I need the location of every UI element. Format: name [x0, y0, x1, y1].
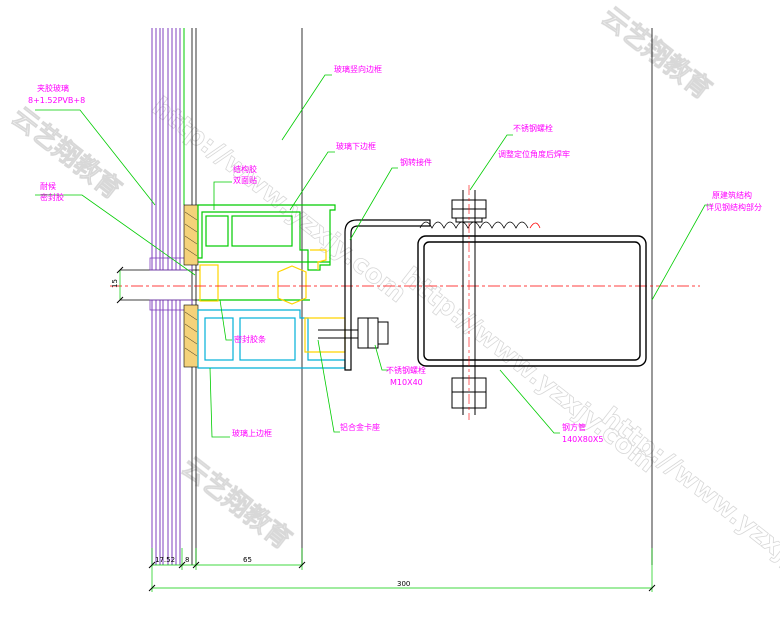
- label-weather-seal-2: 密封胶: [40, 192, 64, 202]
- label-vertical-frame: 玻璃竖向边框: [334, 64, 382, 74]
- vertical-bolt: [451, 185, 487, 420]
- label-weather-seal: 耐候: [40, 181, 56, 191]
- label-main-steel-note: 详见钢结构部分: [706, 202, 762, 212]
- label-double-tape: 双面贴: [233, 175, 257, 185]
- label-main-steel: 原建筑结构: [712, 190, 752, 200]
- dimension-values: 15 17.52 8 65 300: [111, 279, 410, 588]
- structural-glue: [183, 204, 199, 368]
- label-laminated-glass-spec: 8+1.52PVB+8: [28, 96, 85, 105]
- label-ss-bolt2: 不锈钢螺栓: [386, 365, 426, 375]
- lower-aluminium-frame: [197, 299, 346, 369]
- label-ss-bolt-note: 调整定位角度后焊牢: [498, 149, 570, 159]
- leader-lines: [35, 74, 712, 438]
- dimension-ticks: [116, 266, 656, 592]
- watermark: http://www.yzxjy.com 云艺翔教育 http://www.yz…: [5, 1, 780, 619]
- label-steel-tube: 钢方管: [562, 422, 586, 432]
- watermark-text: 云艺翔教育: [6, 101, 128, 205]
- label-structural-glue: 结构胶: [233, 164, 257, 174]
- dim-joint: 15: [111, 279, 119, 288]
- dim-total: 300: [397, 580, 410, 588]
- dim-d2: 8: [185, 556, 189, 564]
- aluminium-clip: [199, 249, 346, 353]
- watermark-text: http://www.yzxjy.com: [146, 92, 412, 309]
- glass-lower: [151, 300, 181, 565]
- label-steel-angle: 钢转接件: [400, 157, 432, 167]
- label-upper-frame: 玻璃上边框: [232, 428, 272, 438]
- steel-connector: [344, 219, 431, 371]
- watermark-text: http://www.yzxjy.com: [596, 402, 780, 619]
- dim-d1: 17.52: [155, 556, 175, 564]
- weld-bead: [419, 221, 541, 229]
- horizontal-bolt: [318, 317, 389, 349]
- label-al-clip: 铝合金卡座: [340, 422, 380, 432]
- dimension-lines: [119, 270, 653, 592]
- watermark-text: 云艺翔教育: [596, 1, 718, 105]
- label-steel-tube-spec: 140X80X5: [562, 435, 604, 444]
- watermark-text: http://www.yzxjy.com: [396, 262, 662, 479]
- dim-d3: 65: [243, 556, 252, 564]
- steel-square-tube: [417, 235, 647, 367]
- label-ss-bolt: 不锈钢螺栓: [513, 123, 553, 133]
- label-seal-strip: 密封胶条: [234, 334, 266, 344]
- label-lower-frame: 玻璃下边框: [336, 141, 376, 151]
- watermark-text: 云艺翔教育: [176, 451, 298, 555]
- building-grid-lines: [191, 28, 653, 565]
- upper-aluminium-frame: [197, 204, 336, 271]
- annotation-labels: 夹胶玻璃 8+1.52PVB+8 耐候 密封胶 结构胶 双面贴 玻璃竖向边框 玻…: [28, 64, 762, 444]
- glass-upper: [151, 28, 185, 270]
- label-ss-bolt2-spec: M10X40: [390, 378, 423, 387]
- label-laminated-glass: 夹胶玻璃: [37, 83, 69, 93]
